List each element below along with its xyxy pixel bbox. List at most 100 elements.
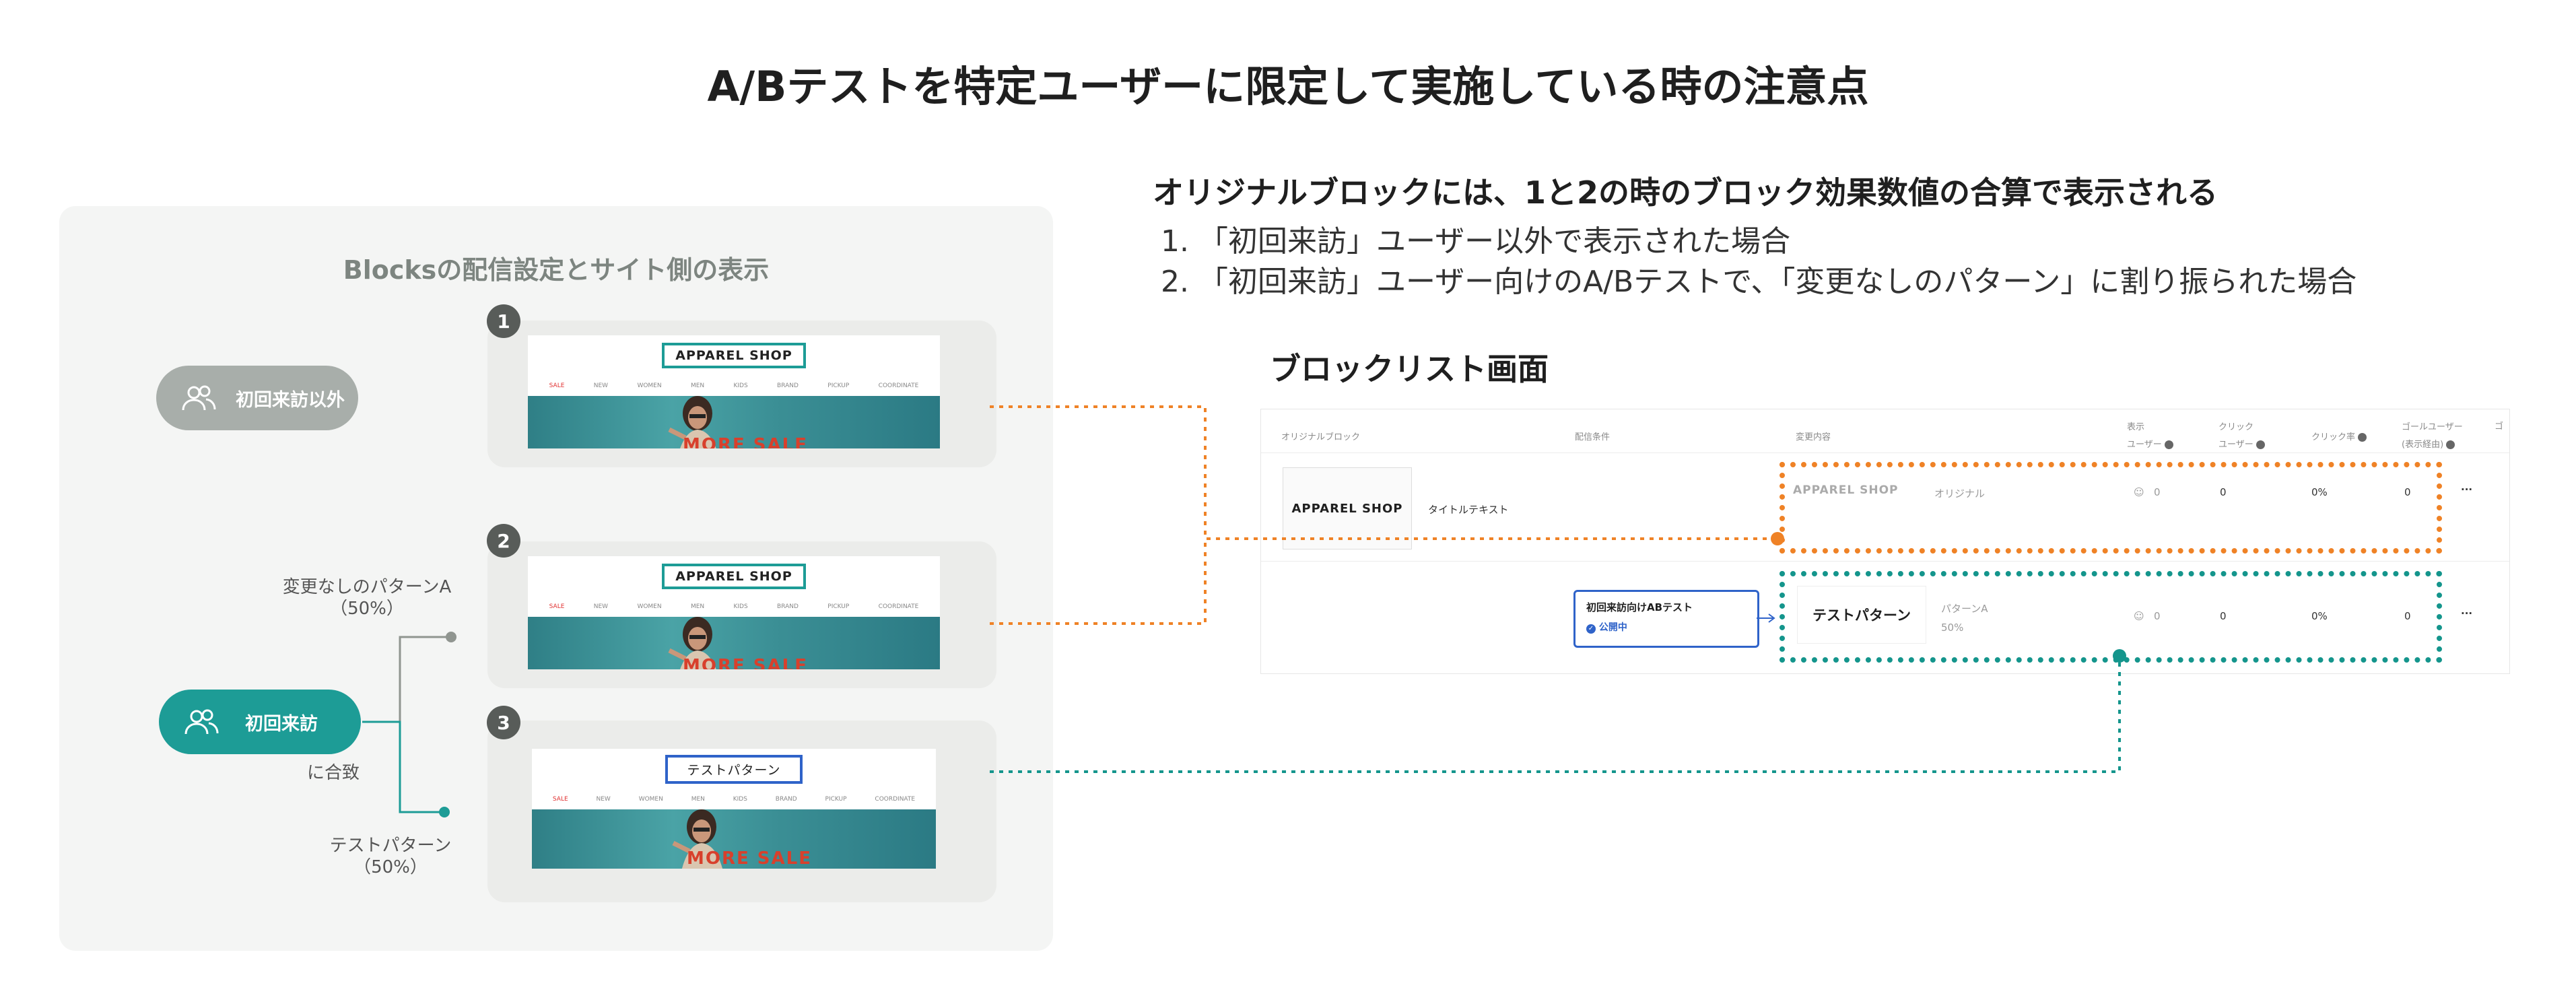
info-icon [2446, 440, 2455, 449]
hero-image: MORE SALE [528, 617, 940, 669]
card-number-1: 1 [487, 304, 520, 338]
nav-pickup: PICKUP [827, 382, 850, 389]
match-label: に合致 [306, 763, 360, 783]
row2-users: ☺ 0 [2134, 610, 2161, 622]
nav-kids: KIDS [733, 796, 747, 803]
segment-other-pill: 初回来訪以外 [156, 366, 358, 430]
row1-more-button[interactable]: ··· [2461, 483, 2473, 496]
change-label-original: オリジナル [1934, 488, 1986, 500]
nav-coordinate: COORDINATE [878, 603, 919, 610]
col-change: 変更内容 [1796, 432, 1831, 442]
info-icon [2358, 433, 2367, 442]
block-list-screen: オリジナルブロック 配信条件 変更内容 表示ユーザー クリックユーザー クリック… [1260, 409, 2510, 674]
nav-brand: BRAND [775, 796, 797, 803]
branch-connector [362, 632, 456, 817]
page-title: A/Bテストを特定ユーザーに限定して実施している時の注意点 [707, 62, 1869, 111]
col-cut: ゴ [2495, 422, 2504, 432]
col-click-users-2: ユーザー [2218, 436, 2265, 454]
change-label-test: パターンA 50% [1941, 599, 1988, 637]
nav-women: WOMEN [638, 796, 663, 803]
hero-text: MORE SALE [683, 435, 808, 448]
branch-test-label: テストパターン （50%） [316, 835, 465, 878]
segment-first-label: 初回来訪 [245, 713, 318, 735]
nav-new: NEW [593, 603, 609, 610]
col-display-users-2: ユーザー [2127, 436, 2173, 454]
left-panel-title: Blocksの配信設定とサイト側の表示 [343, 255, 770, 285]
brand-logo: APPAREL SHOP [662, 343, 806, 368]
arrow-connector [1757, 613, 1775, 623]
card-number-2: 2 [487, 524, 520, 558]
card-number-3: 3 [487, 706, 520, 739]
hero-text: MORE SALE [687, 848, 812, 869]
ab-test-status-text: 公開中 [1598, 622, 1627, 633]
pattern-a-pct: 50% [1941, 622, 1964, 634]
col-ctr: クリック率 [2311, 430, 2367, 442]
branch-test-line1: テストパターン [329, 836, 452, 856]
col-display-users: 表示ユーザー [2127, 419, 2173, 454]
info-icon [2164, 440, 2173, 449]
nav-women: WOMEN [637, 382, 662, 389]
user-icon: ☺ [2134, 610, 2144, 622]
nav-women: WOMEN [637, 603, 662, 610]
row2-users-value: 0 [2153, 610, 2161, 622]
col-goal-users: ゴールユーザー (表示経由) [2402, 419, 2463, 454]
row2-more-button[interactable]: ··· [2461, 607, 2473, 620]
branch-a-line2: （50%） [330, 599, 404, 619]
users-icon [184, 709, 219, 735]
col-goal-users-1: ゴールユーザー [2402, 422, 2463, 432]
hero-text: MORE SALE [683, 656, 808, 669]
nav-coordinate: COORDINATE [875, 796, 916, 803]
ab-test-status: ✓ 公開中 [1586, 620, 1627, 634]
row2-goal: 0 [2404, 610, 2411, 622]
branch-test-line2: （50%） [353, 857, 428, 877]
segment-first-pill: 初回来訪 [159, 690, 361, 754]
change-thumb-original: APPAREL SHOP [1793, 483, 1899, 497]
row1-users-value: 0 [2153, 486, 2161, 498]
model-photo [668, 396, 716, 448]
site-preview-1: APPAREL SHOP SALE NEW WOMEN MEN KIDS BRAND PIC… [528, 335, 940, 448]
nav-brand: BRAND [777, 382, 799, 389]
branch-a-line1: 変更なしのパターンA [282, 577, 452, 597]
info-icon [2256, 440, 2265, 449]
nav-men: MEN [690, 603, 705, 610]
note-item-2: 2. 「初回来訪」ユーザー向けのA/Bテストで、「変更なしのパターン」に割り振ら… [1161, 265, 2357, 299]
hero-image: MORE SALE [528, 396, 940, 448]
ab-test-condition[interactable]: 初回来訪向けABテスト ✓ 公開中 [1573, 590, 1759, 648]
nav-pickup: PICKUP [827, 603, 850, 610]
row1-users: ☺ 0 [2134, 486, 2161, 498]
note-heading: オリジナルブロックには、1と2の時のブロック効果数値の合算で表示される [1153, 174, 2218, 211]
brand-logo: APPAREL SHOP [662, 564, 806, 589]
col-goal-users-2: (表示経由) [2402, 436, 2463, 454]
nav-sale: SALE [552, 796, 568, 803]
nav-coordinate: COORDINATE [878, 382, 919, 389]
nav-new: NEW [596, 796, 611, 803]
col-ctr-text: クリック率 [2311, 432, 2356, 442]
col-condition: 配信条件 [1575, 432, 1611, 442]
model-photo [672, 809, 723, 869]
site-nav: SALE NEW WOMEN MEN KIDS BRAND PICKUP COORDINATE [528, 376, 940, 396]
segment-other-label: 初回来訪以外 [236, 389, 345, 411]
nav-sale: SALE [549, 382, 565, 389]
brand-logo: テストパターン [665, 754, 803, 784]
hero-image: MORE SALE [532, 809, 936, 869]
row1-goal: 0 [2404, 486, 2411, 498]
original-name[interactable]: タイトルテキスト [1428, 504, 1509, 516]
col-click-users-1: クリック [2218, 422, 2254, 432]
original-thumb[interactable]: APPAREL SHOP [1283, 467, 1412, 549]
change-thumb-test: テストパターン [1797, 586, 1926, 644]
pattern-a-label: パターンA [1941, 603, 1988, 615]
branch-a-label: 変更なしのパターンA （50%） [269, 576, 465, 620]
ab-test-title: 初回来訪向けABテスト [1586, 601, 1693, 613]
note-item-1: 1. 「初回来訪」ユーザー以外で表示された場合 [1161, 224, 1791, 259]
nav-pickup: PICKUP [825, 796, 847, 803]
nav-new: NEW [593, 382, 609, 389]
nav-men: MEN [690, 382, 705, 389]
nav-kids: KIDS [733, 382, 748, 389]
user-icon: ☺ [2134, 486, 2144, 498]
nav-sale: SALE [549, 603, 565, 610]
